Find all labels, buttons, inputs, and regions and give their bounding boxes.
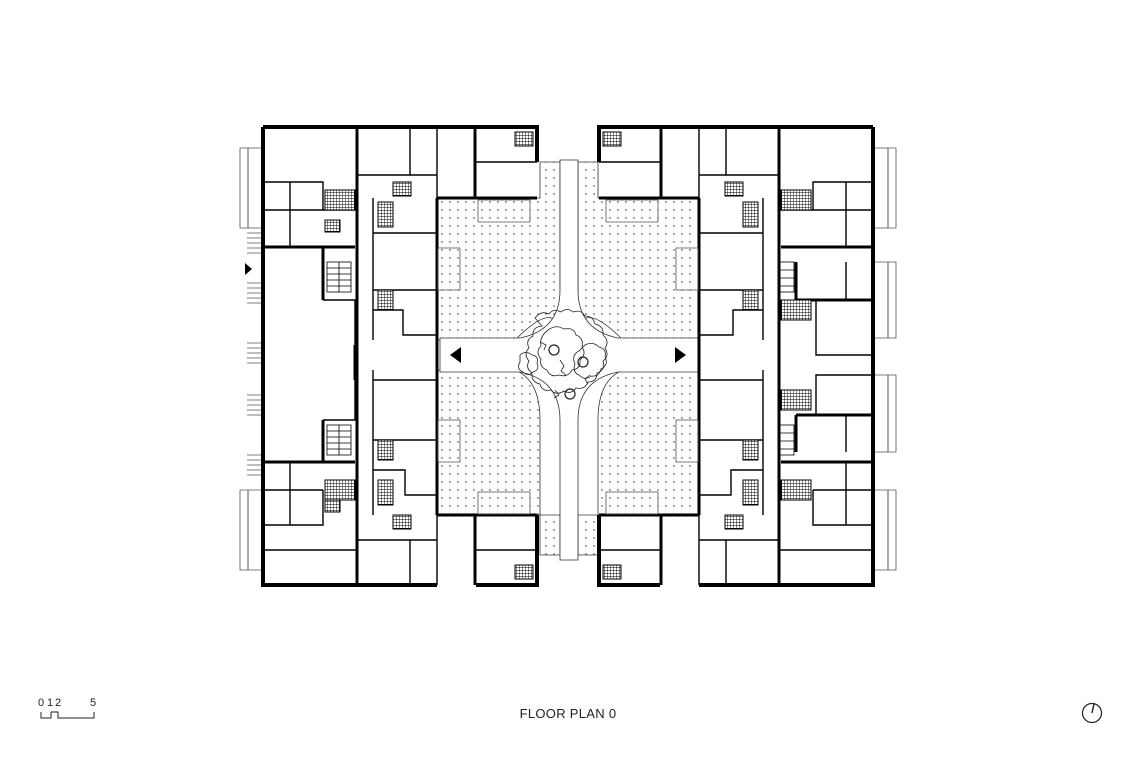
drawing-title: FLOOR PLAN 0 [519,706,617,721]
right-building-block [597,125,897,587]
scale-bar-graphic [40,711,95,719]
scale-label-1: 1 [47,697,54,709]
courtyard-west-arrow-icon [450,347,461,363]
scale-bar: 0 1 2 5 [38,697,108,727]
scale-label-5: 5 [90,697,97,709]
courtyard-east-arrow-icon [675,347,686,363]
tree-canopy [518,309,608,400]
north-arrow-icon [1081,702,1103,724]
scale-label-0: 0 [38,697,45,709]
scale-label-2: 2 [55,697,62,709]
facade-entrance-arrow-icon [245,263,252,275]
courtyard [437,159,699,561]
left-building-block [239,125,539,587]
